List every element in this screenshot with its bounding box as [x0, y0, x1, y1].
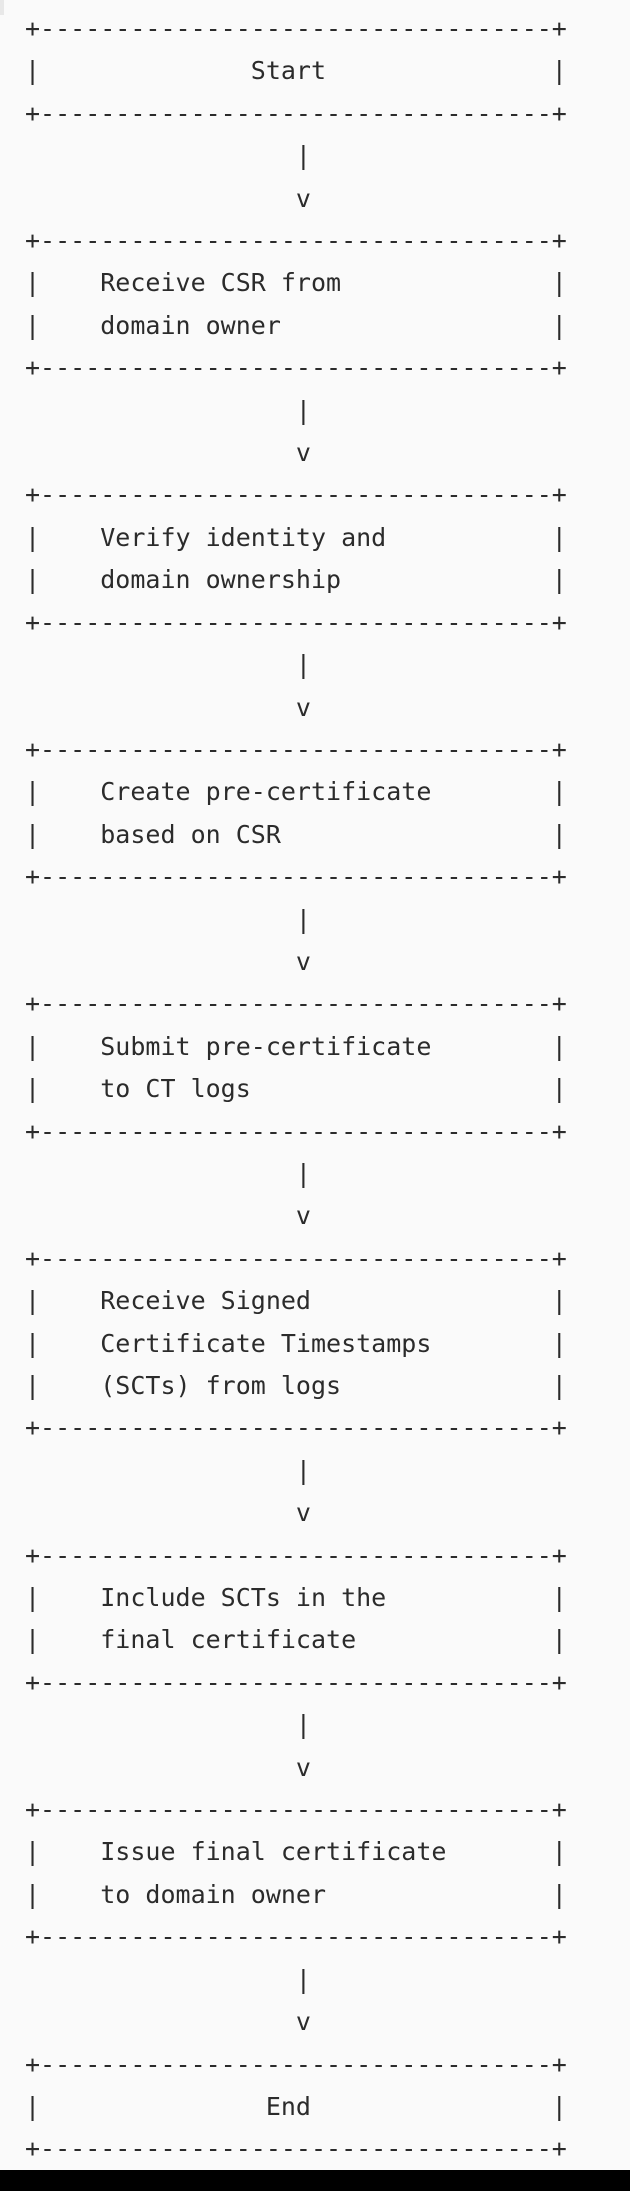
flow-step-end: +----------------------------------+ | E… [25, 2049, 567, 2164]
flow-step-include-scts-in-the: +----------------------------------+ | I… [25, 1540, 567, 1697]
flow-arrow: | v [295, 141, 311, 213]
flow-step-issue-final-certificate: +----------------------------------+ | I… [25, 1795, 567, 1952]
flow-arrow: | v [295, 650, 311, 722]
flow-step-submit-pre-certificate: +----------------------------------+ | S… [25, 989, 567, 1146]
flow-arrow: | v [295, 1964, 311, 2037]
flow-step-receive-signed: +----------------------------------+ | R… [25, 1243, 567, 1443]
flow-arrow: | v [295, 1158, 311, 1231]
flow-step-start: +----------------------------------+ | S… [25, 14, 567, 128]
flow-arrow: | v [295, 395, 311, 468]
flow-step-create-pre-certificate: +----------------------------------+ | C… [25, 734, 567, 892]
flow-arrow: | v [295, 904, 311, 976]
flow-arrow: | v [295, 1455, 311, 1528]
scrollbar-thumb[interactable] [0, 0, 4, 15]
flow-arrow: | v [295, 1710, 311, 1782]
bottom-bar [0, 2170, 630, 2191]
flow-step-receive-csr-from: +----------------------------------+ | R… [25, 226, 567, 383]
flow-step-verify-identity-and: +----------------------------------+ | V… [25, 480, 567, 637]
